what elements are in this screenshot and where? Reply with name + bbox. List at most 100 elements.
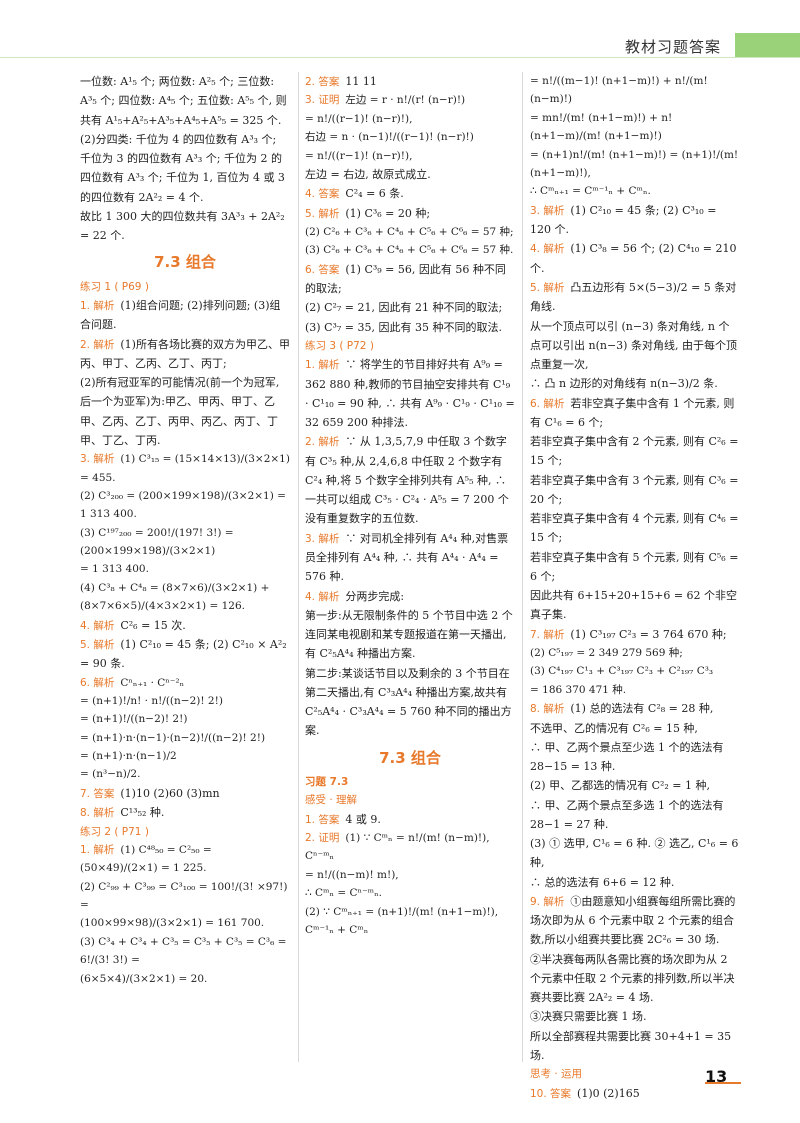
math-line: (3) C²₆ + C³₆ + C⁴₆ + C⁵₆ + C⁶₆ = 57 种. [305,244,514,257]
answer-text: (3) C³₇ = 35, 因此有 35 种不同的取法. [305,320,503,334]
answer-text: 所以全部赛程共需要比赛 30+4+1 = 35 场. [530,1029,732,1062]
answer-tag: 8. 解析 [80,807,115,820]
math-line: = n!/((n−m)! m!), [305,868,399,881]
answer-text: 若非空真子集中含有 3 个元素, 则有 C³₆ = 20 个; [530,473,739,506]
answer-tag: 5. 解析 [80,638,115,651]
answer-text: 分两步完成: [345,589,405,603]
section-title: 7.3 组合 [379,748,441,767]
answer-text: 因此共有 6+15+20+15+6 = 62 个非空真子集. [530,589,738,622]
practice-heading: 练习 3 ( P72 ) [305,339,374,352]
answer-tag: 3. 解析 [80,453,115,466]
answer-tag: 8. 解析 [530,703,565,716]
answer-text: 凸五边形有 5×(5−3)/2 = 5 条对角线. [530,280,737,314]
math-line: = (n+1)n!/(m! (n+1−m)!) = (n+1)!/(m! (n+… [530,148,739,179]
answer-text: (1) C²₁₀ = 45 条; (2) C²₁₀ × A²₂ = 90 条. [80,637,287,671]
math-line: ∴ Cᵐₙ = Cⁿ⁻ᵐₙ. [305,887,382,900]
answer-tag: 2. 答案 [305,76,340,88]
math-line: (2) C³₂₀₀ = (200×199×198)/(3×2×1) = 1 31… [80,489,286,521]
answer-text: (1) C²₁₀ = 45 条; (2) C³₁₀ = 120 个. [530,203,717,236]
math-line: = (n+1)!/((n−2)! 2!) [80,713,188,726]
math-line: = n!/((r−1)! (n−r)!), [305,149,413,162]
answer-text: ∵ 将学生的节目排好共有 A⁹₉ = 362 880 种,教师的节目抽空安排共有… [305,358,515,429]
math-line: (2) ∵ Cᵐₙ₊₁ = (n+1)!/(m! (n+1−m)!), [305,905,499,918]
header-divider [0,57,800,58]
answer-text: (1)10 (2)60 (3)mn [120,786,220,800]
answer-text: (1) C³₉ = 56, 因此有 56 种不同的取法; [305,262,506,295]
answer-tag: 4. 解析 [305,590,340,603]
answer-tag: 1. 解析 [80,299,115,312]
column-3: = n!/((m−1)! (n+1−m)!) + n!/(m! (n−m)!) … [530,72,740,1103]
math-line: = (n³−n)/2. [80,768,141,781]
math-line: (2) C²₉₉ + C³₉₉ = C³₁₀₀ = 100!/(3! ×97!)… [80,880,288,911]
answer-tag: 7. 答案 [80,787,115,800]
answer-text: 从一个顶点可以引 (n−3) 条对角线, n 个点可以引出 n(n−3) 条对角… [530,319,737,372]
answer-tag: 3. 证明 [305,94,340,107]
answer-text: (1) C³₁₉₇ C²₃ = 3 764 670 种; [570,627,727,641]
math-line: = mn!/(m! (n+1−m)!) + n! (n+1−m)/(m! (n+… [530,111,673,143]
answer-text: 若非空真子集中含有 2 个元素, 则有 C²₆ = 15 个; [530,435,739,468]
answer-text: (1)组合问题; (2)排列问题; (3)组合问题. [80,298,281,332]
math-line: (4) C³₈ + C⁴₈ = (8×7×6)/(3×2×1) + (8×7×6… [80,581,270,613]
practice-heading: 练习 1 ( P69 ) [80,280,149,293]
answer-tag: 2. 解析 [305,436,340,449]
answer-text: (1) 总的选法有 C²₈ = 28 种, [570,702,714,716]
answer-tag: 1. 答案 [305,813,340,826]
answer-text: ∵ 对司机全排列有 A⁴₄ 种,对售票员全排列有 A⁴₄ 种, ∴ 共有 A⁴₄… [305,531,509,584]
header-title: 教材习题答案 [625,38,722,56]
math-line: = (n+1)!/n! · n!/((n−2)! 2!) [80,694,223,707]
answer-tag: 4. 解析 [80,619,115,632]
answer-tag: 3. 解析 [305,532,340,545]
answer-text: (1) C³₆ = 20 种; [345,206,431,220]
answer-tag: 2. 证明 [305,832,340,844]
answer-text: ∴ 甲、乙两个景点至少选 1 个的选法有 28−15 = 13 种. [530,740,724,773]
math-line: (3) C¹⁹⁷₂₀₀ = 200!/(197! 3!) = (200×199×… [80,526,234,557]
math-line: (2) C⁵₁₉₇ = 2 349 279 569 种; [530,647,683,659]
math-line: 左边 = r · n!/(r! (n−r)!) [345,94,466,107]
math-line: = (n+1)·n·(n−1)/2 [80,750,177,762]
answer-text: C¹³₅₂ 种. [120,806,165,820]
answer-text: ∵ 从 1,3,5,7,9 中任取 3 个数字有 C³₅ 种,从 2,4,6,8… [305,435,509,526]
answer-tag: 1. 解析 [80,843,115,856]
math-line: = 1 313 400. [80,563,149,576]
math-line: (1) C³₁₅ = (15×14×13)/(3×2×1) = 455. [80,453,290,484]
math-line: = n!/((r−1)! (n−r)!), [305,112,413,125]
math-line: (1) C⁴⁸₅₀ = C²₅₀ = (50×49)/(2×1) = 1 225… [80,843,212,875]
answer-text: 若非空真子集中含有 4 个元素, 则有 C⁴₆ = 15 个; [530,512,739,545]
column-1: 一位数: A¹₅ 个; 两位数: A²₅ 个; 三位数: A³₅ 个; 四位数:… [80,72,290,988]
answer-text: 4 或 9. [345,812,381,826]
answer-tag: 10. 答案 [530,1087,572,1100]
math-line: (3) C³₄ + C³₄ + C³₅ = C³₅ + C³₅ = C³₆ = … [80,935,287,967]
answer-text: 11 11 [345,75,377,88]
answer-text: 若非空真子集中含有 5 个元素, 则有 C⁵₆ = 6 个; [530,550,739,583]
math-line: (3) C⁴₁₉₇ C¹₃ + C³₁₉₇ C²₃ + C²₁₉₇ C³₃ [530,665,714,678]
answer-text: 不选甲、乙的情况有 C²₆ = 15 种, [530,721,698,735]
header-accent-bar [735,33,800,57]
answer-tag: 1. 解析 [305,359,340,372]
subsection-heading: 感受 · 理解 [305,794,358,807]
answer-text: 左边 = 右边, 故原式成立. [305,167,431,181]
answer-text: ∴ 甲、乙两个景点至多选 1 个的选法有 28−1 = 27 种. [530,798,724,831]
math-line: Cⁿₙ₊₁ · Cⁿ⁻²ₙ [120,676,185,689]
math-line: = n!/((m−1)! (n+1−m)!) + n!/(m! (n−m)!) [530,75,708,106]
math-line: = 186 370 471 种. [530,683,627,696]
answer-tag: 7. 解析 [530,628,565,641]
answer-tag: 5. 解析 [305,207,340,220]
answer-text: (2) 甲、乙都选的情况有 C²₂ = 1 种, [530,779,711,793]
math-line: (1) ∵ Cᵐₙ = n!/(m! (n−m)!), Cⁿ⁻ᵐₙ [305,832,490,863]
answer-text: ③决赛只需要比赛 1 场. [530,1010,647,1024]
answer-tag: 4. 答案 [305,188,340,201]
answer-tag: 5. 解析 [530,281,565,294]
answer-text: ∴ 凸 n 边形的对角线有 n(n−3)/2 条. [530,377,718,391]
math-line: ∴ Cᵐₙ₊₁ = Cᵐ⁻¹ₙ + Cᵐₙ. [530,185,651,198]
page-number: 13 [705,1067,728,1086]
answer-tag: 6. 答案 [305,263,340,276]
answer-tag: 9. 解析 [530,895,565,908]
answer-text: 第二步:某谈话节目以及剩余的 3 个节目在第二天播出,有 C³₃A⁴₄ 种播出方… [305,666,512,738]
answer-text: 若非空真子集中含有 1 个元素, 则有 C¹₆ = 6 个; [530,396,735,429]
paragraph: 故比 1 300 大的四位数共有 3A³₃ + 2A²₂ = 22 个. [80,209,285,242]
answer-text: C²₄ = 6 条. [345,187,404,201]
answer-text: (1)0 (2)165 [577,1086,640,1100]
subsection-heading: 思考 · 运用 [530,1068,583,1081]
column-divider [522,72,523,1062]
